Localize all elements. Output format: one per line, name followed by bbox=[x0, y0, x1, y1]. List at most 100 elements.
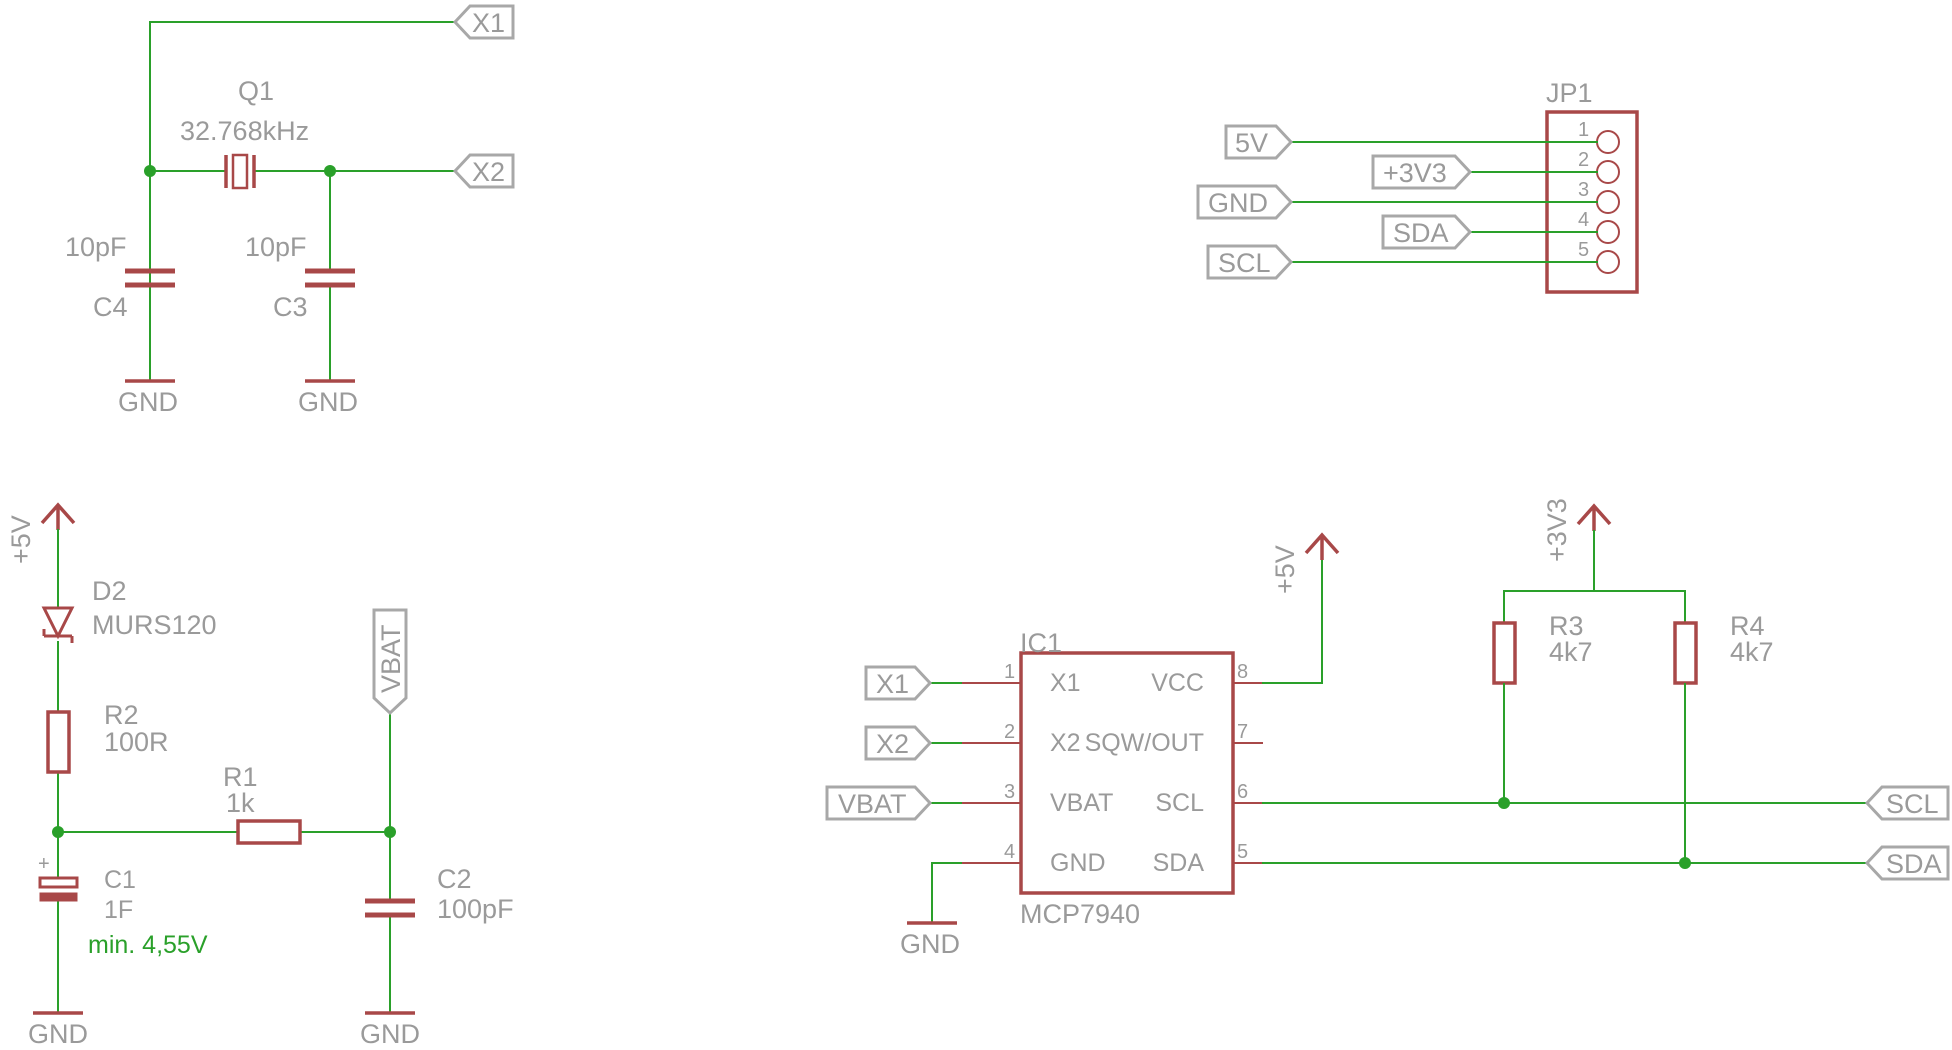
net-label-x2-text: X2 bbox=[876, 729, 909, 759]
supply-arrow-icon bbox=[1576, 503, 1612, 531]
net-label-sda-text: SDA bbox=[1393, 218, 1449, 248]
ic-pin-number: 6 bbox=[1237, 781, 1248, 803]
capacitor-c1 bbox=[38, 876, 79, 902]
c1-value: 1F bbox=[104, 896, 133, 924]
diode-d2 bbox=[41, 606, 75, 643]
ic-pin-number: 3 bbox=[1004, 781, 1015, 803]
c4-ref: C4 bbox=[93, 292, 128, 322]
net-label-x2 bbox=[864, 725, 933, 761]
ic-pin-name: X2 bbox=[1050, 729, 1081, 757]
net-label-x1 bbox=[864, 665, 933, 701]
r2-value: 100R bbox=[104, 727, 169, 757]
ic-body bbox=[1019, 651, 1235, 895]
header-pin-number: 4 bbox=[1578, 209, 1589, 231]
c3-ref: C3 bbox=[273, 292, 308, 322]
supply-label: +5V bbox=[6, 515, 36, 564]
net-label-sda bbox=[1381, 214, 1473, 250]
junction-dot bbox=[144, 165, 156, 177]
supply-arrow-icon bbox=[1304, 532, 1340, 560]
pullup-supply-label: +3V3 bbox=[1542, 498, 1572, 562]
power-section: +5V D2 MURS120 R2 100R R1 1k + C1 bbox=[6, 502, 514, 1049]
c3-value: 10pF bbox=[245, 232, 307, 262]
ic-pin-name: VCC bbox=[1151, 669, 1204, 697]
net-label-sda bbox=[1864, 845, 1950, 881]
net-label-x1 bbox=[452, 4, 515, 40]
ic-pin-name: SDA bbox=[1153, 849, 1205, 877]
c1-note: min. 4,55V bbox=[88, 931, 208, 959]
net-label-scl-text: SCL bbox=[1218, 248, 1271, 278]
net-label-vbat bbox=[825, 785, 933, 821]
capacitor-c2 bbox=[365, 898, 415, 918]
r1-ref: R1 bbox=[223, 762, 258, 792]
gnd-label: GND bbox=[900, 929, 960, 959]
r4-value: 4k7 bbox=[1730, 637, 1774, 667]
gnd-label: GND bbox=[360, 1019, 420, 1049]
junction-dot bbox=[1498, 797, 1510, 809]
header-ref: JP1 bbox=[1546, 78, 1593, 108]
ic-pin-name: VBAT bbox=[1050, 789, 1113, 817]
net-label-x1-text: X1 bbox=[876, 669, 909, 699]
net-label-x2-text: X2 bbox=[472, 157, 505, 187]
c2-value: 100pF bbox=[437, 894, 514, 924]
ic-pin-name: X1 bbox=[1050, 669, 1081, 697]
net-label-vbat-text: VBAT bbox=[838, 789, 907, 819]
net-label-x1-text: X1 bbox=[472, 8, 505, 38]
r3-value: 4k7 bbox=[1549, 637, 1593, 667]
junction-dot bbox=[324, 165, 336, 177]
net-label-5v-text: 5V bbox=[1235, 128, 1268, 158]
gnd-label: GND bbox=[298, 387, 358, 417]
d2-ref: D2 bbox=[92, 576, 127, 606]
c2-ref: C2 bbox=[437, 864, 472, 894]
ic-pin-number: 5 bbox=[1237, 841, 1248, 863]
ic-ref: IC1 bbox=[1020, 628, 1062, 658]
ic-pin-number: 8 bbox=[1237, 661, 1248, 683]
c4-value: 10pF bbox=[65, 232, 127, 262]
net-label-gnd bbox=[1196, 184, 1294, 220]
ic-pin-stubs bbox=[961, 682, 1263, 864]
resistor-r4 bbox=[1673, 621, 1698, 685]
crystal-ref: Q1 bbox=[238, 76, 274, 106]
net-label-scl-text: SCL bbox=[1886, 789, 1939, 819]
header-pins bbox=[1596, 130, 1620, 274]
d2-value: MURS120 bbox=[92, 610, 217, 640]
net-label-vbat-text: VBAT bbox=[376, 624, 406, 693]
header-pin-number: 3 bbox=[1578, 179, 1589, 201]
net-label-gnd-text: GND bbox=[1208, 188, 1268, 218]
net-label-5v bbox=[1224, 124, 1294, 160]
net-label-3v3-text: +3V3 bbox=[1383, 158, 1447, 188]
crystal-section: Q1 32.768kHz X1 X2 10pF C4 10pF C3 GND G… bbox=[65, 4, 515, 417]
header-pin-number: 5 bbox=[1578, 239, 1589, 261]
r2-ref: R2 bbox=[104, 700, 139, 730]
gnd-label: GND bbox=[28, 1019, 88, 1049]
ic-pin-number: 4 bbox=[1004, 841, 1015, 863]
capacitor-c3 bbox=[305, 268, 355, 288]
net-label-scl bbox=[1206, 244, 1294, 280]
junction-dot bbox=[1679, 857, 1691, 869]
net-label-sda-text: SDA bbox=[1886, 849, 1942, 879]
resistor-r1 bbox=[236, 819, 302, 845]
gnd-label: GND bbox=[118, 387, 178, 417]
net-label-scl bbox=[1864, 785, 1950, 821]
ic-pin-name: SCL bbox=[1155, 789, 1204, 817]
c1-plus: + bbox=[38, 853, 50, 875]
r4-ref: R4 bbox=[1730, 611, 1765, 641]
r1-value: 1k bbox=[226, 788, 255, 818]
ic-pin-name: SQW/OUT bbox=[1085, 729, 1204, 757]
capacitor-c4 bbox=[125, 268, 175, 288]
vcc-supply-label: +5V bbox=[1270, 545, 1300, 594]
supply-arrow-icon bbox=[40, 502, 76, 530]
header-section: JP1 1 2 3 4 5 5V +3V3 GND SDA SCL bbox=[1196, 78, 1639, 294]
wire-ic-gnd bbox=[931, 862, 962, 923]
ic-pin-number: 1 bbox=[1004, 661, 1015, 683]
r3-ref: R3 bbox=[1549, 611, 1584, 641]
crystal-value: 32.768kHz bbox=[180, 116, 309, 146]
junction-dot bbox=[52, 826, 64, 838]
resistor-r2 bbox=[46, 710, 71, 774]
net-label-vbat bbox=[372, 608, 408, 716]
c1-ref: C1 bbox=[104, 866, 136, 894]
header-pin-number: 1 bbox=[1578, 119, 1589, 141]
ic-pin-number: 2 bbox=[1004, 721, 1015, 743]
header-pin-number: 2 bbox=[1578, 149, 1589, 171]
wire-ic-vcc bbox=[1262, 559, 1323, 684]
